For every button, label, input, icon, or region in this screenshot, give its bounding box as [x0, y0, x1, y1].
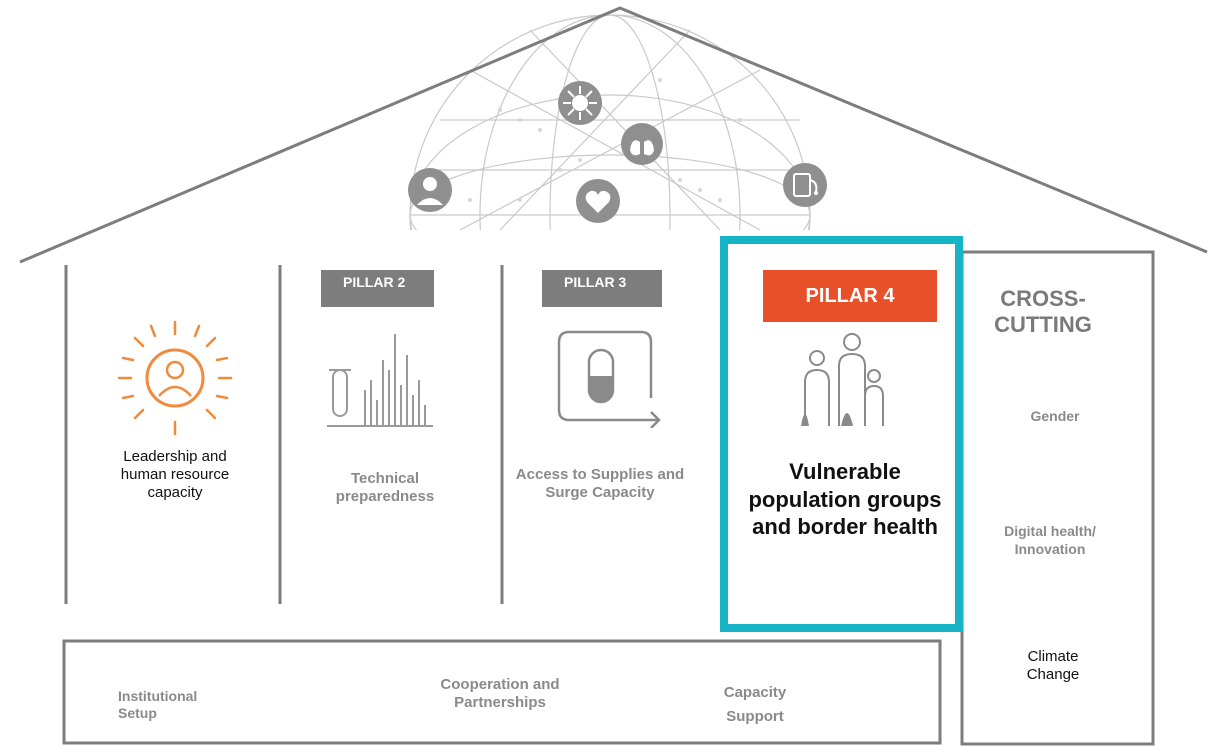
- foundation-cooperation: Cooperation and Partnerships: [440, 676, 560, 711]
- pillar-4-tag: PILLAR 4: [763, 270, 937, 322]
- foundation-capacity-support: Capacity Support: [723, 684, 787, 725]
- globe-dots: [468, 78, 742, 202]
- pillar-2-title: Technical preparedness: [335, 470, 435, 505]
- telehealth-icon: [783, 163, 827, 207]
- virus-icon: [558, 81, 602, 125]
- cross-cutting-title: CROSS-CUTTING: [994, 286, 1092, 338]
- cross-cutting-digital-health: Digital health/ Innovation: [1004, 523, 1096, 558]
- pillar-3-tag: PILLAR 3: [542, 270, 662, 307]
- medicine-capsule-icon: [557, 330, 661, 428]
- pillar-4-title: Vulnerable population groups and border …: [748, 459, 942, 539]
- doctor-icon: [408, 168, 452, 212]
- cross-cutting-climate: Climate Change: [1026, 648, 1080, 683]
- pillar-3-title: Access to Supplies and Surge Capacity: [515, 466, 685, 501]
- pillar-4-highlight: [720, 236, 963, 632]
- heart-icon: [576, 179, 620, 223]
- pillar-2-tag: PILLAR 2: [321, 270, 434, 307]
- lungs-icon: [621, 123, 663, 165]
- foundation-frame: [62, 639, 942, 745]
- leader-icon: [117, 320, 233, 436]
- pillar-1-title: Leadership and human resource capacity: [120, 448, 230, 501]
- cross-cutting-gender: Gender: [1030, 408, 1080, 424]
- foundation-institutional-setup: Institutional Setup: [118, 688, 198, 721]
- lab-data-icon: [327, 334, 433, 427]
- roof-line: [19, 6, 1208, 264]
- family-icon: [801, 333, 884, 426]
